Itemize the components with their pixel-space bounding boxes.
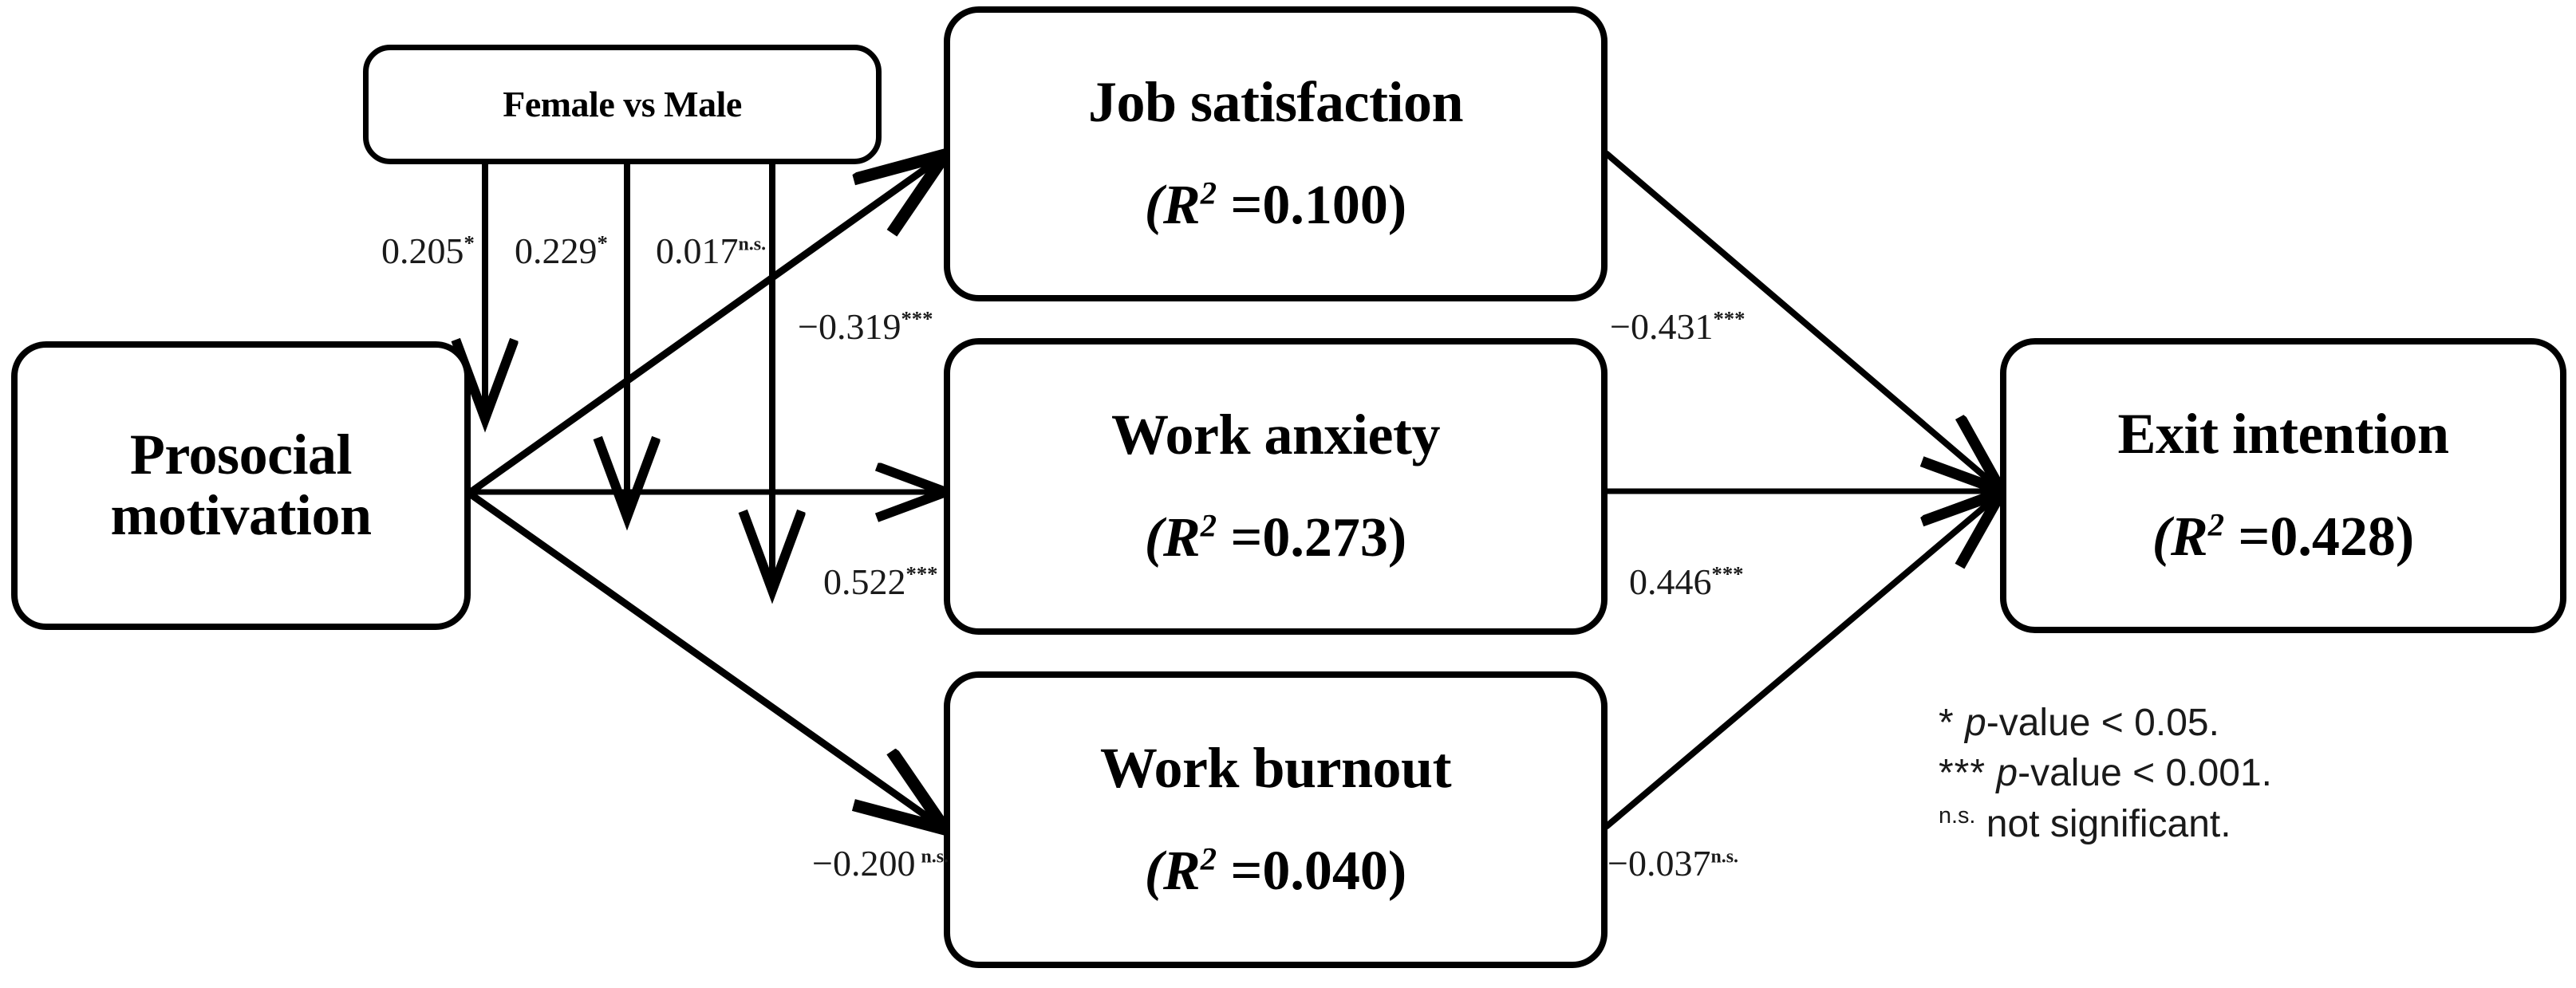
node-work-anxiety-label: Work anxiety bbox=[1110, 403, 1441, 467]
significance-legend: * p-value < 0.05. *** p-value < 0.001. n… bbox=[1939, 698, 2272, 849]
r2-open-paren: (R bbox=[1144, 840, 1201, 903]
node-exit-intention-label: Exit intention bbox=[2117, 402, 2449, 466]
coefficient-value: 0.522 bbox=[823, 561, 906, 602]
r2-exponent: 2 bbox=[1200, 840, 1217, 877]
significance-marker: * bbox=[464, 230, 475, 255]
legend-p-symbol: p bbox=[1996, 752, 2018, 795]
node-prosocial-motivation-label: Prosocial motivation bbox=[110, 423, 372, 547]
edge-label-prosocial-to-job-satisfaction: −0.319*** bbox=[798, 306, 933, 347]
coefficient-value: −0.431 bbox=[1610, 306, 1714, 347]
significance-marker: *** bbox=[1713, 306, 1746, 331]
coefficient-value: 0.446 bbox=[1629, 561, 1712, 602]
node-work-burnout[interactable]: Work burnout (R2 =0.040) bbox=[944, 671, 1608, 968]
legend-p-text: -value < 0.05. bbox=[1986, 702, 2219, 744]
coefficient-value: 0.229 bbox=[515, 230, 598, 271]
node-prosocial-motivation[interactable]: Prosocial motivation bbox=[11, 341, 471, 630]
r2-exponent: 2 bbox=[2207, 506, 2225, 543]
node-female-vs-male[interactable]: Female vs Male bbox=[363, 45, 882, 164]
node-exit-intention[interactable]: Exit intention (R2 =0.428) bbox=[2000, 338, 2566, 633]
r2-value: =0.428) bbox=[2224, 506, 2415, 569]
legend-marker-triple-star: *** bbox=[1939, 752, 1986, 795]
edge-label-work-anxiety-to-exit-intention: 0.446*** bbox=[1629, 561, 1744, 602]
significance-marker: *** bbox=[1711, 561, 1744, 586]
edge-label-gender-to-job-satisfaction: 0.205* bbox=[381, 230, 475, 271]
legend-p-text: -value < 0.001. bbox=[2018, 752, 2272, 795]
node-job-satisfaction-r2: (R2 =0.100) bbox=[1145, 176, 1407, 235]
legend-row-p001: *** p-value < 0.001. bbox=[1939, 748, 2272, 798]
node-work-anxiety-r2: (R2 =0.273) bbox=[1145, 509, 1407, 568]
edge-label-gender-to-work-anxiety: 0.229* bbox=[515, 230, 608, 271]
r2-open-paren: (R bbox=[1144, 175, 1201, 237]
coefficient-value: 0.205 bbox=[381, 230, 464, 271]
legend-marker-star: * bbox=[1939, 702, 1955, 744]
node-work-burnout-r2: (R2 =0.040) bbox=[1145, 842, 1407, 901]
legend-p-symbol: p bbox=[1965, 702, 1986, 744]
node-job-satisfaction-label: Job satisfaction bbox=[1087, 70, 1464, 135]
node-work-anxiety[interactable]: Work anxiety (R2 =0.273) bbox=[944, 338, 1608, 635]
r2-value: =0.100) bbox=[1217, 175, 1407, 237]
r2-open-paren: (R bbox=[1144, 507, 1201, 569]
significance-marker: *** bbox=[901, 306, 933, 331]
edge-label-gender-to-work-burnout: 0.017n.s. bbox=[656, 233, 766, 270]
r2-open-paren: (R bbox=[2152, 506, 2208, 569]
edge-prosocial-to-work-burnout bbox=[468, 491, 943, 828]
r2-exponent: 2 bbox=[1200, 175, 1217, 211]
legend-ns-text: not significant. bbox=[1975, 802, 2231, 845]
r2-exponent: 2 bbox=[1200, 507, 1217, 544]
node-work-burnout-label: Work burnout bbox=[1099, 736, 1452, 801]
significance-marker: n.s. bbox=[921, 846, 949, 868]
significance-marker: * bbox=[597, 230, 608, 255]
coefficient-value: −0.200 bbox=[812, 843, 916, 884]
coefficient-value: 0.017 bbox=[656, 230, 739, 271]
edge-label-prosocial-to-work-anxiety: 0.522*** bbox=[823, 561, 938, 602]
r2-value: =0.273) bbox=[1217, 507, 1407, 569]
node-job-satisfaction[interactable]: Job satisfaction (R2 =0.100) bbox=[944, 6, 1608, 301]
significance-marker: n.s. bbox=[1710, 846, 1739, 868]
node-exit-intention-r2: (R2 =0.428) bbox=[2152, 508, 2415, 567]
edge-label-job-satisfaction-to-exit-intention: −0.431*** bbox=[1610, 306, 1746, 347]
coefficient-value: −0.037 bbox=[1608, 843, 1711, 884]
coefficient-value: −0.319 bbox=[798, 306, 901, 347]
significance-marker: *** bbox=[905, 561, 938, 586]
edge-label-work-burnout-to-exit-intention: −0.037n.s. bbox=[1608, 845, 1738, 882]
legend-row-p05: * p-value < 0.05. bbox=[1939, 698, 2272, 748]
legend-row-ns: n.s. not significant. bbox=[1939, 799, 2272, 849]
legend-marker-ns: n.s. bbox=[1939, 802, 1976, 829]
r2-value: =0.040) bbox=[1217, 840, 1407, 903]
significance-marker: n.s. bbox=[738, 234, 767, 255]
node-female-vs-male-label: Female vs Male bbox=[503, 83, 742, 124]
